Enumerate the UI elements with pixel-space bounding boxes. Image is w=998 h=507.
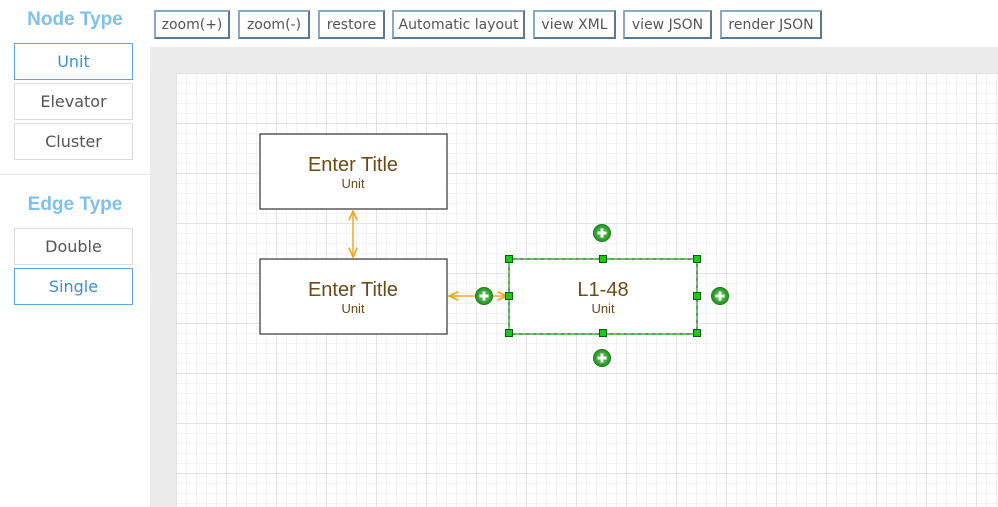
node-n3-subtitle: Unit [591, 301, 615, 316]
resize-handle-w[interactable] [505, 292, 513, 300]
add-connection-left-icon[interactable] [475, 287, 493, 305]
add-connection-bottom-icon[interactable] [593, 349, 611, 367]
node-n3-title: L1-48 [577, 279, 628, 301]
node-n1-title: Enter Title [308, 154, 398, 176]
resize-handle-nw[interactable] [505, 255, 513, 263]
node-n2[interactable]: Enter Title Unit [259, 258, 448, 335]
resize-handle-s[interactable] [599, 329, 607, 337]
resize-handle-sw[interactable] [505, 329, 513, 337]
edge-type-double-button[interactable]: Double [14, 228, 133, 265]
automatic-layout-button[interactable]: Automatic layout [392, 10, 525, 39]
sidebar-divider [0, 174, 150, 175]
node-type-cluster-button[interactable]: Cluster [14, 123, 133, 160]
node-n1-subtitle: Unit [341, 176, 365, 191]
resize-handle-se[interactable] [693, 329, 701, 337]
node-type-title: Node Type [27, 9, 123, 30]
edge-type-title: Edge Type [27, 194, 123, 215]
node-type-elevator-button[interactable]: Elevator [14, 83, 133, 120]
add-connection-top-icon[interactable] [593, 224, 611, 242]
resize-handle-n[interactable] [599, 255, 607, 263]
selection-handles[interactable] [505, 255, 701, 337]
resize-handle-ne[interactable] [693, 255, 701, 263]
node-n2-subtitle: Unit [341, 301, 365, 316]
render-json-button[interactable]: render JSON [720, 10, 822, 39]
node-type-unit-button[interactable]: Unit [14, 43, 133, 80]
add-connection-right-icon[interactable] [711, 287, 729, 305]
view-json-button[interactable]: view JSON [623, 10, 712, 39]
zoom-in-button[interactable]: zoom(+) [154, 10, 230, 39]
view-xml-button[interactable]: view XML [533, 10, 616, 39]
edge-type-single-button[interactable]: Single [14, 268, 133, 305]
node-n1[interactable]: Enter Title Unit [259, 133, 448, 210]
restore-button[interactable]: restore [318, 10, 385, 39]
zoom-out-button[interactable]: zoom(-) [238, 10, 310, 39]
node-n3[interactable]: L1-48 Unit [508, 258, 698, 335]
sidebar: Node Type Unit Elevator Cluster Edge Typ… [0, 0, 150, 507]
resize-handle-e[interactable] [693, 292, 701, 300]
node-n2-title: Enter Title [308, 279, 398, 301]
